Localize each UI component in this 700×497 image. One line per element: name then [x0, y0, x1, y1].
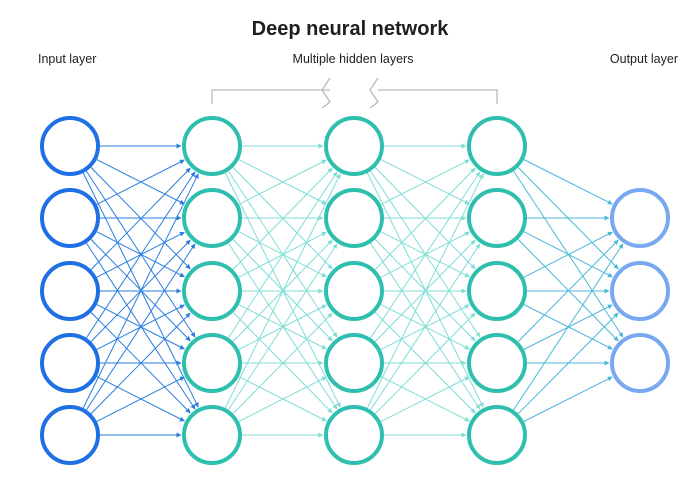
hidden-3-node-3: [467, 261, 527, 321]
connection-edge: [370, 243, 481, 411]
input-layer-label: Input layer: [38, 52, 97, 66]
connection-edge: [238, 159, 327, 205]
bracket-segment: [378, 89, 498, 104]
connection-edge: [232, 312, 333, 414]
hidden-layers-bracket: [211, 77, 498, 109]
connection-edge: [227, 171, 338, 339]
hidden-1-node-4: [182, 333, 242, 393]
connection-edge: [238, 376, 327, 422]
connection-edge: [374, 312, 476, 415]
input-node-2: [40, 188, 100, 248]
connection-edge: [82, 173, 199, 409]
connection-edge: [232, 167, 333, 270]
hidden-2-node-1: [324, 116, 384, 176]
output-node-3: [610, 333, 670, 393]
connection-edge: [85, 243, 196, 411]
connections: [82, 143, 624, 438]
bracket-segment: [211, 89, 330, 104]
input-node-1: [40, 116, 100, 176]
output-node-1: [610, 188, 670, 248]
bracket-segment: [321, 77, 331, 109]
hidden-3-node-5: [467, 405, 527, 465]
input-node-4: [40, 333, 100, 393]
connection-edge: [370, 171, 481, 339]
output-node-2: [610, 261, 670, 321]
hidden-3-node-2: [467, 188, 527, 248]
connection-edge: [517, 312, 619, 415]
hidden-3-node-4: [467, 333, 527, 393]
hidden-2-node-3: [324, 261, 384, 321]
hidden-1-node-2: [182, 188, 242, 248]
connection-edge: [374, 167, 476, 270]
hidden-3-node-1: [467, 116, 527, 176]
hidden-1-node-1: [182, 116, 242, 176]
connection-edge: [90, 167, 191, 270]
bracket-segment: [369, 77, 379, 109]
connection-edge: [96, 159, 185, 205]
output-layer-label: Output layer: [609, 52, 678, 66]
connection-edge: [227, 243, 338, 411]
connection-edge: [380, 159, 470, 205]
hidden-2-node-4: [324, 333, 384, 393]
connection-edge: [224, 173, 341, 409]
neurons: [40, 116, 670, 465]
connection-edge: [366, 173, 484, 409]
connection-edge: [523, 231, 613, 278]
connection-edge: [96, 376, 185, 422]
hidden-2-node-5: [324, 405, 384, 465]
input-node-3: [40, 261, 100, 321]
hidden-2-node-2: [324, 188, 384, 248]
hidden-1-node-5: [182, 405, 242, 465]
hidden-1-node-3: [182, 261, 242, 321]
connection-edge: [513, 243, 624, 411]
connection-edge: [85, 171, 196, 339]
connection-edge: [523, 159, 613, 205]
diagram-title: Deep neural network: [251, 18, 449, 40]
connection-edge: [523, 376, 613, 422]
connection-edge: [90, 312, 191, 414]
input-node-5: [40, 405, 100, 465]
connection-edge: [380, 376, 470, 422]
hidden-layers-label: Multiple hidden layers: [292, 52, 414, 66]
connection-edge: [517, 239, 619, 342]
